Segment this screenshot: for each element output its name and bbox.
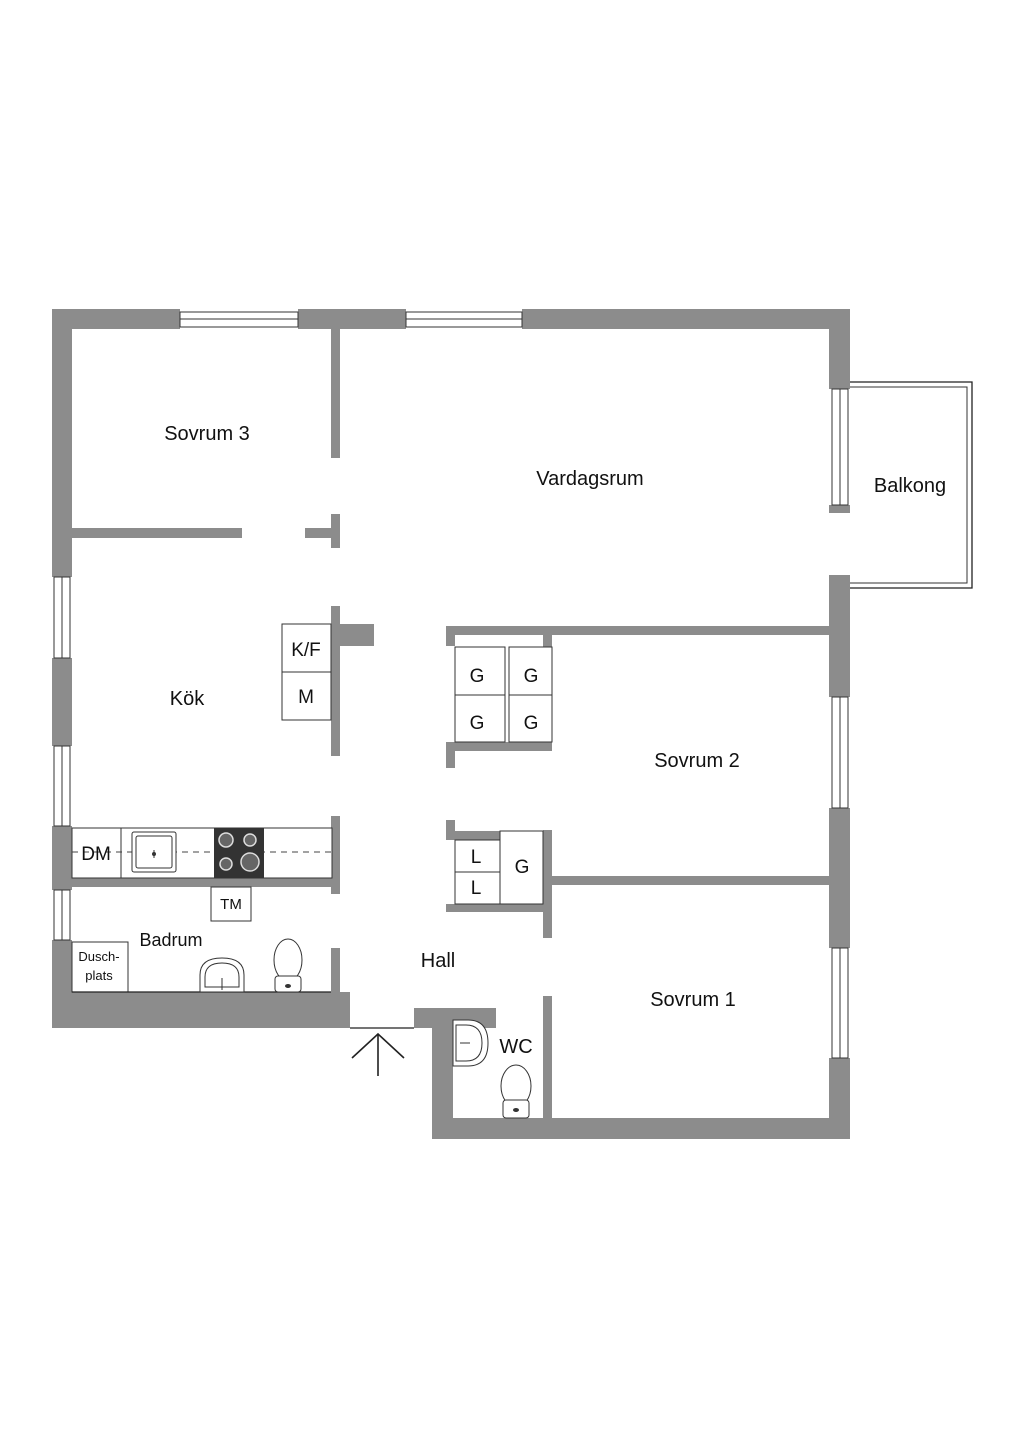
room-label-hall: Hall — [421, 950, 455, 972]
microwave: M — [281, 671, 332, 721]
wc-washbasin-icon — [452, 1019, 489, 1067]
exterior-walls — [52, 309, 850, 1139]
entrance-arrow-icon — [351, 1032, 405, 1076]
shower-area: Dusch- plats — [71, 941, 129, 993]
room-label-sovrum-1: Sovrum 1 — [650, 989, 736, 1011]
stove-icon — [214, 828, 264, 878]
windows — [53, 311, 849, 1059]
washing-machine: TM — [210, 886, 252, 922]
toilet-icon — [273, 938, 303, 993]
room-labels: Sovrum 3 Vardagsrum Balkong Kök Sovrum 2… — [139, 423, 946, 1058]
dishwasher: DM — [81, 844, 111, 865]
wardrobe-label: G — [515, 857, 530, 878]
wardrobe-label: G — [470, 713, 485, 734]
room-label-badrum: Badrum — [139, 930, 202, 950]
shower-label-line2: plats — [85, 968, 113, 983]
linen-closet-label: L — [471, 878, 482, 899]
room-label-balkong: Balkong — [874, 475, 946, 497]
room-label-kok: Kök — [170, 688, 205, 710]
kitchen-counter — [71, 827, 333, 879]
washbasin-icon — [199, 957, 245, 993]
shower-label-line1: Dusch- — [78, 949, 119, 964]
balcony — [850, 381, 973, 589]
room-label-vardagsrum: Vardagsrum — [536, 468, 643, 490]
fridge-freezer-label: K/F — [291, 640, 321, 661]
wardrobes-upper: G G G G — [454, 646, 553, 743]
fridge-freezer: K/F — [281, 623, 332, 673]
room-label-sovrum-2: Sovrum 2 — [654, 750, 740, 772]
room-label-wc: WC — [499, 1036, 532, 1058]
linen-closet-label: L — [471, 847, 482, 868]
wardrobe-label: G — [470, 666, 485, 687]
wardrobe-label: G — [524, 713, 539, 734]
dishwasher-label: DM — [81, 844, 111, 865]
washing-machine-label: TM — [220, 896, 242, 913]
sink-icon — [131, 831, 177, 873]
microwave-label: M — [298, 687, 314, 708]
wc-toilet-icon — [500, 1064, 532, 1119]
room-label-sovrum-3: Sovrum 3 — [164, 423, 250, 445]
wardrobes-lower: L L G — [454, 830, 544, 905]
wardrobe-label: G — [524, 666, 539, 687]
